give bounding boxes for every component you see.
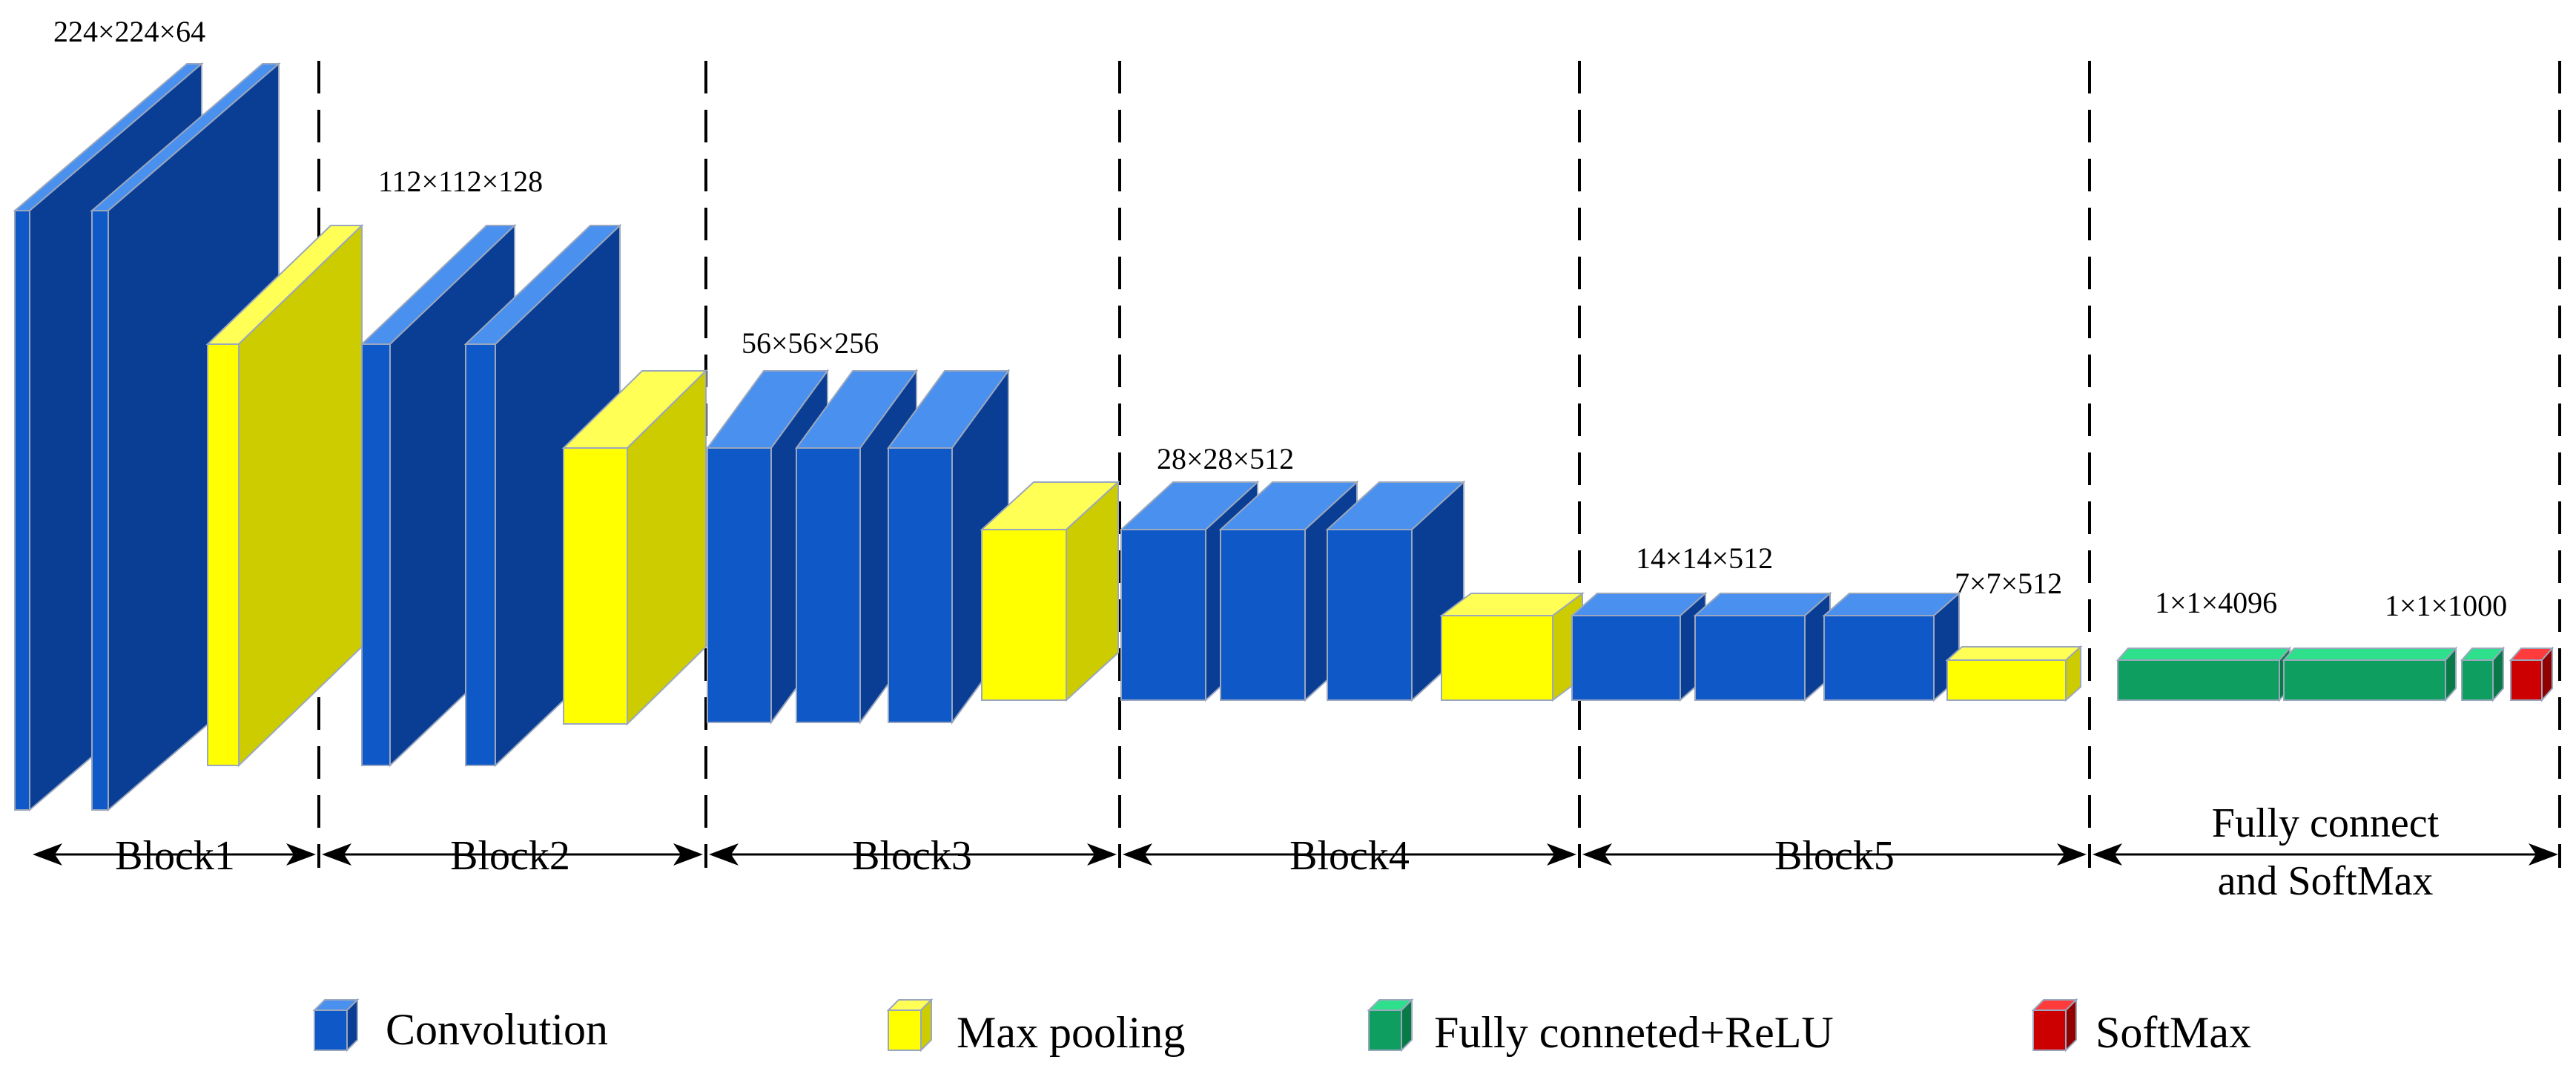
pool4 [1439, 592, 1585, 702]
conv5-1 [1570, 591, 1708, 702]
dim-label-block1: 224×224×64 [53, 15, 205, 48]
block-label-2: Block2 [450, 833, 570, 879]
pool1-front [207, 343, 240, 766]
block4-arrow-left-head [1123, 843, 1152, 866]
block-label-6-line2: and SoftMax [2218, 858, 2434, 904]
conv5-3-front [1823, 615, 1935, 701]
conv5-3 [1822, 591, 1961, 702]
pool4-front [1441, 615, 1553, 701]
conv3-3-front [888, 447, 953, 723]
fc-softmax-arrow [2093, 843, 2558, 866]
softmax-layer [2509, 646, 2554, 702]
block4-arrow-right-head [1547, 843, 1576, 866]
block5-arrow-right-head [2057, 843, 2087, 866]
block2-arrow-left-head [322, 843, 351, 866]
fc7-top [2282, 648, 2458, 661]
legend-max-pooling-icon-front [888, 1009, 922, 1051]
fc7 [2282, 646, 2458, 702]
block4-arrow [1123, 843, 1576, 866]
conv3-2-front [796, 447, 861, 723]
legend-softmax-icon-front [2032, 1009, 2067, 1051]
pool2 [561, 369, 708, 726]
legend-convolution-icon-front [314, 1009, 348, 1051]
dim-label-pool5: 7×7×512 [1955, 567, 2062, 600]
block-arrows [33, 843, 2558, 866]
legend-max-pooling-icon [886, 998, 934, 1052]
conv1-2-front [91, 210, 109, 811]
conv2-1-front [361, 343, 391, 766]
block-label-4: Block4 [1289, 833, 1410, 879]
conv2-2-front [465, 343, 496, 766]
block3-arrow-right-head [1087, 843, 1117, 866]
fc8-front [2461, 659, 2494, 701]
block-label-3: Block3 [852, 833, 972, 879]
legend: Convolution Max pooling Fully conneted+R… [312, 998, 2251, 1057]
legend-convolution-icon [312, 998, 360, 1052]
block2-arrow [322, 843, 703, 866]
fc6 [2116, 646, 2292, 702]
block-label-6-line1: Fully connect [2212, 800, 2440, 846]
legend-label-convolution: Convolution [386, 1005, 608, 1054]
dim-label-block2: 112×112×128 [378, 165, 543, 198]
block5-arrow [1582, 843, 2087, 866]
fc-softmax-arrow-right-head [2529, 843, 2558, 866]
dim-label-softmax: 1×1×1000 [2385, 589, 2507, 622]
dim-label-fc: 1×1×4096 [2155, 586, 2277, 619]
dim-label-block3: 56×56×256 [742, 326, 879, 360]
conv4-2-front [1220, 529, 1306, 701]
legend-icons [312, 998, 2078, 1052]
conv5-2-front [1694, 615, 1806, 701]
fc8 [2460, 646, 2506, 702]
pool5 [1945, 645, 2083, 702]
legend-fully-connected-icon-front [1368, 1009, 1402, 1051]
block5-arrow-left-head [1582, 843, 1612, 866]
pool2-front [563, 447, 628, 725]
dim-label-block5: 14×14×512 [1636, 541, 1773, 575]
block-label-1: Block1 [115, 833, 235, 879]
legend-softmax-icon [2031, 998, 2078, 1052]
block1-arrow-right-head [286, 843, 316, 866]
pool3-front [981, 529, 1067, 701]
layer-boxes [13, 62, 2554, 812]
legend-fully-connected-icon [1367, 998, 1414, 1052]
fc6-front [2117, 659, 2280, 701]
block3-arrow-left-head [709, 843, 739, 866]
legend-label-max-pooling: Max pooling [957, 1008, 1185, 1057]
conv4-3-front [1327, 529, 1413, 701]
pool5-front [1946, 659, 2067, 701]
conv1-1-front [14, 210, 30, 811]
block1-arrow-left-head [33, 843, 62, 866]
block2-arrow-right-head [673, 843, 703, 866]
conv4-1-front [1120, 529, 1206, 701]
conv3-1-front [707, 447, 772, 723]
block1-arrow [33, 843, 316, 866]
pool1 [205, 223, 364, 768]
conv5-1-front [1571, 615, 1681, 701]
fc6-top [2116, 648, 2292, 661]
conv5-2 [1693, 591, 1832, 702]
legend-label-softmax: SoftMax [2096, 1008, 2251, 1057]
legend-label-fully-connected: Fully conneted+ReLU [1434, 1008, 1834, 1057]
pool5-top [1945, 646, 2083, 661]
block-label-5: Block5 [1774, 833, 1895, 879]
fc7-front [2283, 659, 2446, 701]
block3-arrow [709, 843, 1117, 866]
fc-softmax-arrow-left-head [2093, 843, 2122, 866]
softmax-layer-front [2510, 659, 2543, 701]
dim-label-block4: 28×28×512 [1157, 442, 1294, 475]
pool3 [980, 480, 1120, 702]
